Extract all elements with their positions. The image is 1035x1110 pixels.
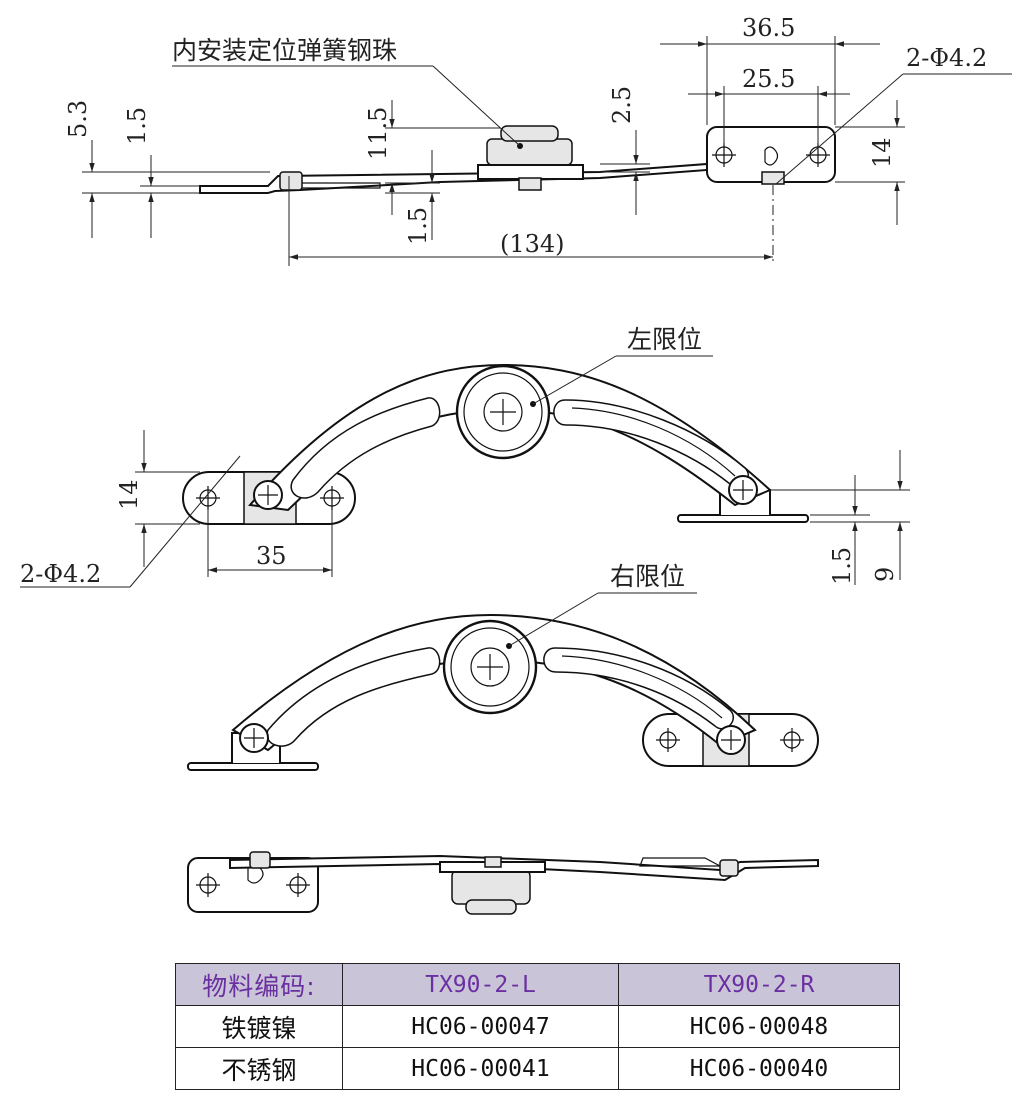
header-col-left-model: TX90-2-L: [342, 963, 619, 1006]
dim-14-left: 14: [115, 479, 143, 510]
header-label: 物料编码:: [175, 963, 343, 1006]
header-col-right-model: TX90-2-R: [618, 963, 900, 1006]
row-code-left: HC06-00041: [342, 1047, 619, 1090]
dim-11-5: 11.5: [364, 107, 392, 160]
dim-9: 9: [871, 567, 899, 582]
dim-1-5-left: 1.5: [123, 107, 151, 145]
side-view-top: 内安装定位弹簧钢珠 36.5 25.5 2-Φ4.2 14 2.5: [64, 14, 1012, 266]
table-row: 铁镀镍 HC06-00047 HC06-00048: [175, 1005, 900, 1048]
dim-2-5: 2.5: [608, 86, 636, 124]
dim-36-5: 36.5: [742, 14, 795, 42]
row-code-right: HC06-00048: [618, 1005, 900, 1048]
row-code-right: HC06-00040: [618, 1047, 900, 1090]
holes-label-top: 2-Φ4.2: [906, 44, 987, 72]
holes-label-left: 2-Φ4.2: [20, 560, 101, 588]
row-material-label: 不锈钢: [175, 1047, 343, 1090]
left-limit-view: 左限位 14 35 2-Φ4.2 1.5 9: [20, 325, 910, 588]
ball-note-label: 内安装定位弹簧钢珠: [172, 36, 397, 65]
left-limit-label: 左限位: [627, 325, 702, 354]
ball-hub: [486, 138, 573, 166]
dim-35: 35: [256, 542, 287, 570]
rivet: [761, 171, 785, 185]
row-code-left: HC06-00047: [342, 1005, 619, 1048]
material-code-table: 物料编码: TX90-2-L TX90-2-R 铁镀镍 HC06-00047 H…: [175, 963, 900, 1090]
technical-drawing: 内安装定位弹簧钢珠 36.5 25.5 2-Φ4.2 14 2.5: [20, 14, 1012, 915]
dim-134: (134): [500, 230, 565, 258]
table-header-row: 物料编码: TX90-2-L TX90-2-R: [175, 963, 900, 1006]
side-view-bottom: [187, 851, 819, 915]
right-limit-label: 右限位: [610, 562, 685, 591]
row-material-label: 铁镀镍: [175, 1005, 343, 1048]
right-limit-view: 右限位: [187, 562, 819, 771]
arm-side: [199, 162, 708, 194]
dim-1-5-mid: 1.5: [404, 207, 432, 245]
table-row: 不锈钢 HC06-00041 HC06-00040: [175, 1047, 900, 1090]
dim-14-top: 14: [868, 137, 896, 168]
dim-25-5: 25.5: [742, 65, 795, 93]
dim-1-5-right: 1.5: [828, 547, 856, 585]
dim-5-3: 5.3: [64, 100, 92, 138]
